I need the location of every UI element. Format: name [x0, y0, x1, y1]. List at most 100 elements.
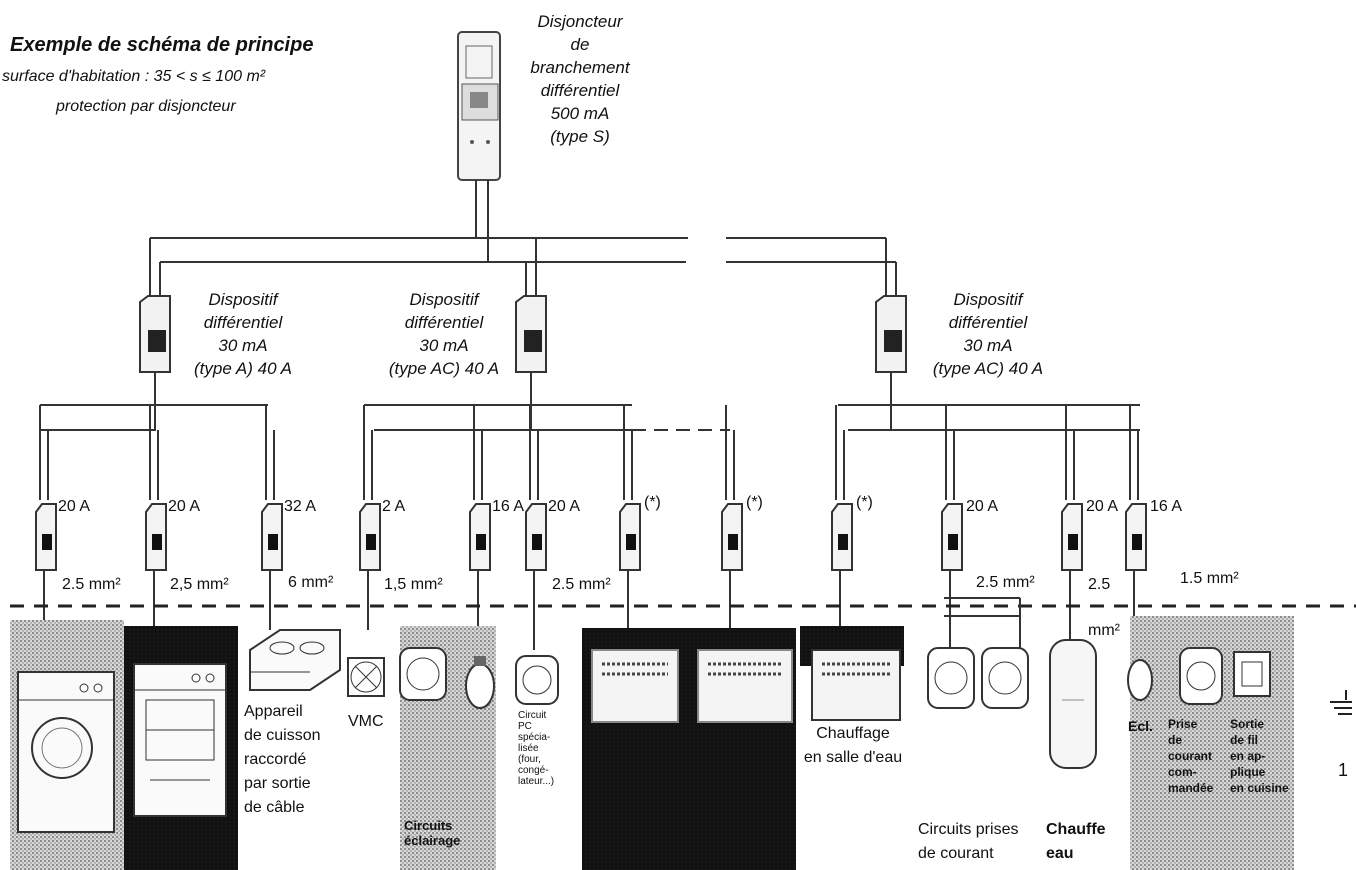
rcd-label-2: Dispositif différentiel 30 mA (type AC) …	[376, 288, 512, 380]
caption-line: lateur...)	[518, 776, 555, 787]
light-bulb-icon	[465, 656, 495, 709]
label-line: 30 mA	[218, 336, 268, 355]
caption-line: par sortie	[244, 775, 311, 792]
breaker-rating: 16 A	[492, 498, 525, 515]
caption-switched-outlet: Prise de courant com- mandée	[1168, 716, 1213, 796]
label-line: différentiel	[948, 313, 1028, 332]
label-line: Dispositif	[953, 290, 1023, 309]
caption-line: Chauffage	[816, 725, 890, 742]
caption-line: raccordé	[244, 751, 307, 768]
title-line-2: surface d'habitation : 35 < s ≤ 100 m²	[2, 68, 266, 85]
caption-kitchen-light: Ecl.	[1128, 718, 1153, 734]
outlet-icon	[399, 647, 447, 701]
caption-line: en salle d'eau	[803, 749, 903, 766]
vmc-fan-icon	[347, 657, 385, 697]
outlet-icon	[515, 655, 559, 705]
cable-section: 2,5 mm²	[170, 576, 229, 593]
title-line-1: Exemple de schéma de principe	[10, 34, 314, 56]
cooktop-icon	[249, 629, 341, 691]
page-number: 1	[1338, 760, 1349, 780]
label-line: (type A) 40 A	[194, 359, 292, 378]
cable-section: mm²	[1088, 622, 1120, 639]
caption-line: de fil	[1230, 733, 1259, 747]
wall-outlet-box-icon	[1233, 651, 1271, 697]
title-line-3: protection par disjoncteur	[56, 98, 236, 115]
rcd-icon	[875, 295, 907, 373]
caption-line: Appareil	[244, 703, 303, 720]
label-line: (type S)	[550, 127, 610, 146]
breaker-rating: 20 A	[966, 498, 999, 515]
label-line: branchement	[530, 58, 630, 77]
caption-line: Sortie	[1230, 717, 1265, 731]
caption-line: de courant	[918, 845, 994, 862]
caption-wall-outlet: Sortie de fil en ap- plique en cuisine	[1230, 716, 1289, 796]
label-line: 500 mA	[550, 104, 610, 123]
caption-line: Chauffe	[1046, 821, 1106, 838]
label-line: (type AC) 40 A	[388, 359, 500, 378]
cable-section: 6 mm²	[288, 574, 334, 591]
outlet-icon	[927, 647, 975, 709]
label-line: de	[570, 35, 590, 54]
cable-section: 2.5	[1088, 576, 1111, 593]
rcd-icon	[515, 295, 547, 373]
label-line: Dispositif	[409, 290, 479, 309]
main-breaker-label: Disjoncteur de branchement différentiel …	[520, 10, 640, 148]
caption-line: Prise	[1168, 717, 1198, 731]
caption-line: mandée	[1168, 781, 1214, 795]
caption-line: spécia-	[518, 732, 551, 743]
label-line: différentiel	[540, 81, 620, 100]
caption-line: plique	[1230, 765, 1266, 779]
cable-section: 2.5 mm²	[976, 574, 1035, 591]
caption-line: en cuisine	[1230, 781, 1289, 795]
earth-symbol-icon	[1330, 690, 1352, 715]
water-heater-icon	[1049, 639, 1097, 769]
caption-line: Circuit	[518, 710, 547, 721]
breaker-rating: 20 A	[168, 498, 201, 515]
label-line: Dispositif	[208, 290, 278, 309]
caption-line: courant	[1168, 749, 1213, 763]
caption-line: lisée	[518, 743, 539, 754]
caption-cooking-appliance: Appareil de cuisson raccordé par sortie …	[244, 700, 321, 820]
caption-line: en ap-	[1230, 749, 1266, 763]
light-bulb-icon	[1127, 659, 1153, 701]
cable-section: 2.5 mm²	[62, 576, 121, 593]
heater-icon	[697, 649, 793, 723]
cable-section: 1,5 mm²	[384, 576, 443, 593]
outlet-icon	[981, 647, 1029, 709]
breaker-rating: 20 A	[58, 498, 91, 515]
caption-line: (four,	[518, 754, 541, 765]
caption-line: de câble	[244, 799, 305, 816]
label-line: (type AC) 40 A	[932, 359, 1044, 378]
caption-vmc: VMC	[348, 713, 384, 730]
rcd-label-3: Dispositif différentiel 30 mA (type AC) …	[920, 288, 1056, 380]
breaker-rating: 20 A	[548, 498, 581, 515]
cable-section: 1.5 mm²	[1180, 570, 1239, 587]
caption-line: congé-	[518, 765, 549, 776]
label-line: Disjoncteur	[537, 12, 623, 31]
breaker-rating: (*)	[856, 494, 873, 511]
breaker-rating: 20 A	[1086, 498, 1119, 515]
caption-line: eau	[1046, 845, 1074, 862]
washing-machine-icon	[17, 671, 115, 833]
heater-icon	[811, 649, 901, 721]
breaker-rating: (*)	[644, 494, 661, 511]
caption-line: de	[1168, 733, 1183, 747]
cable-section: 2.5 mm²	[552, 576, 611, 593]
outlet-icon	[1179, 647, 1223, 705]
dishwasher-icon	[133, 663, 227, 817]
caption-water-heater: Chauffe eau	[1046, 818, 1106, 866]
caption-lighting: Circuits éclairage	[404, 818, 461, 848]
caption-line: Circuits prises	[918, 821, 1019, 838]
main-breaker-icon	[457, 31, 501, 181]
caption-bathroom-heating: Chauffage en salle d'eau	[800, 722, 906, 770]
rcd-icon	[139, 295, 171, 373]
label-line: différentiel	[203, 313, 283, 332]
caption-line: PC	[518, 721, 532, 732]
caption-line: de cuisson	[244, 727, 321, 744]
caption-outlet-circuits: Circuits prises de courant	[918, 818, 1018, 866]
caption-line: com-	[1168, 765, 1197, 779]
breaker-rating: 32 A	[284, 498, 317, 515]
breaker-rating: (*)	[746, 494, 763, 511]
rcd-label-1: Dispositif différentiel 30 mA (type A) 4…	[178, 288, 308, 380]
